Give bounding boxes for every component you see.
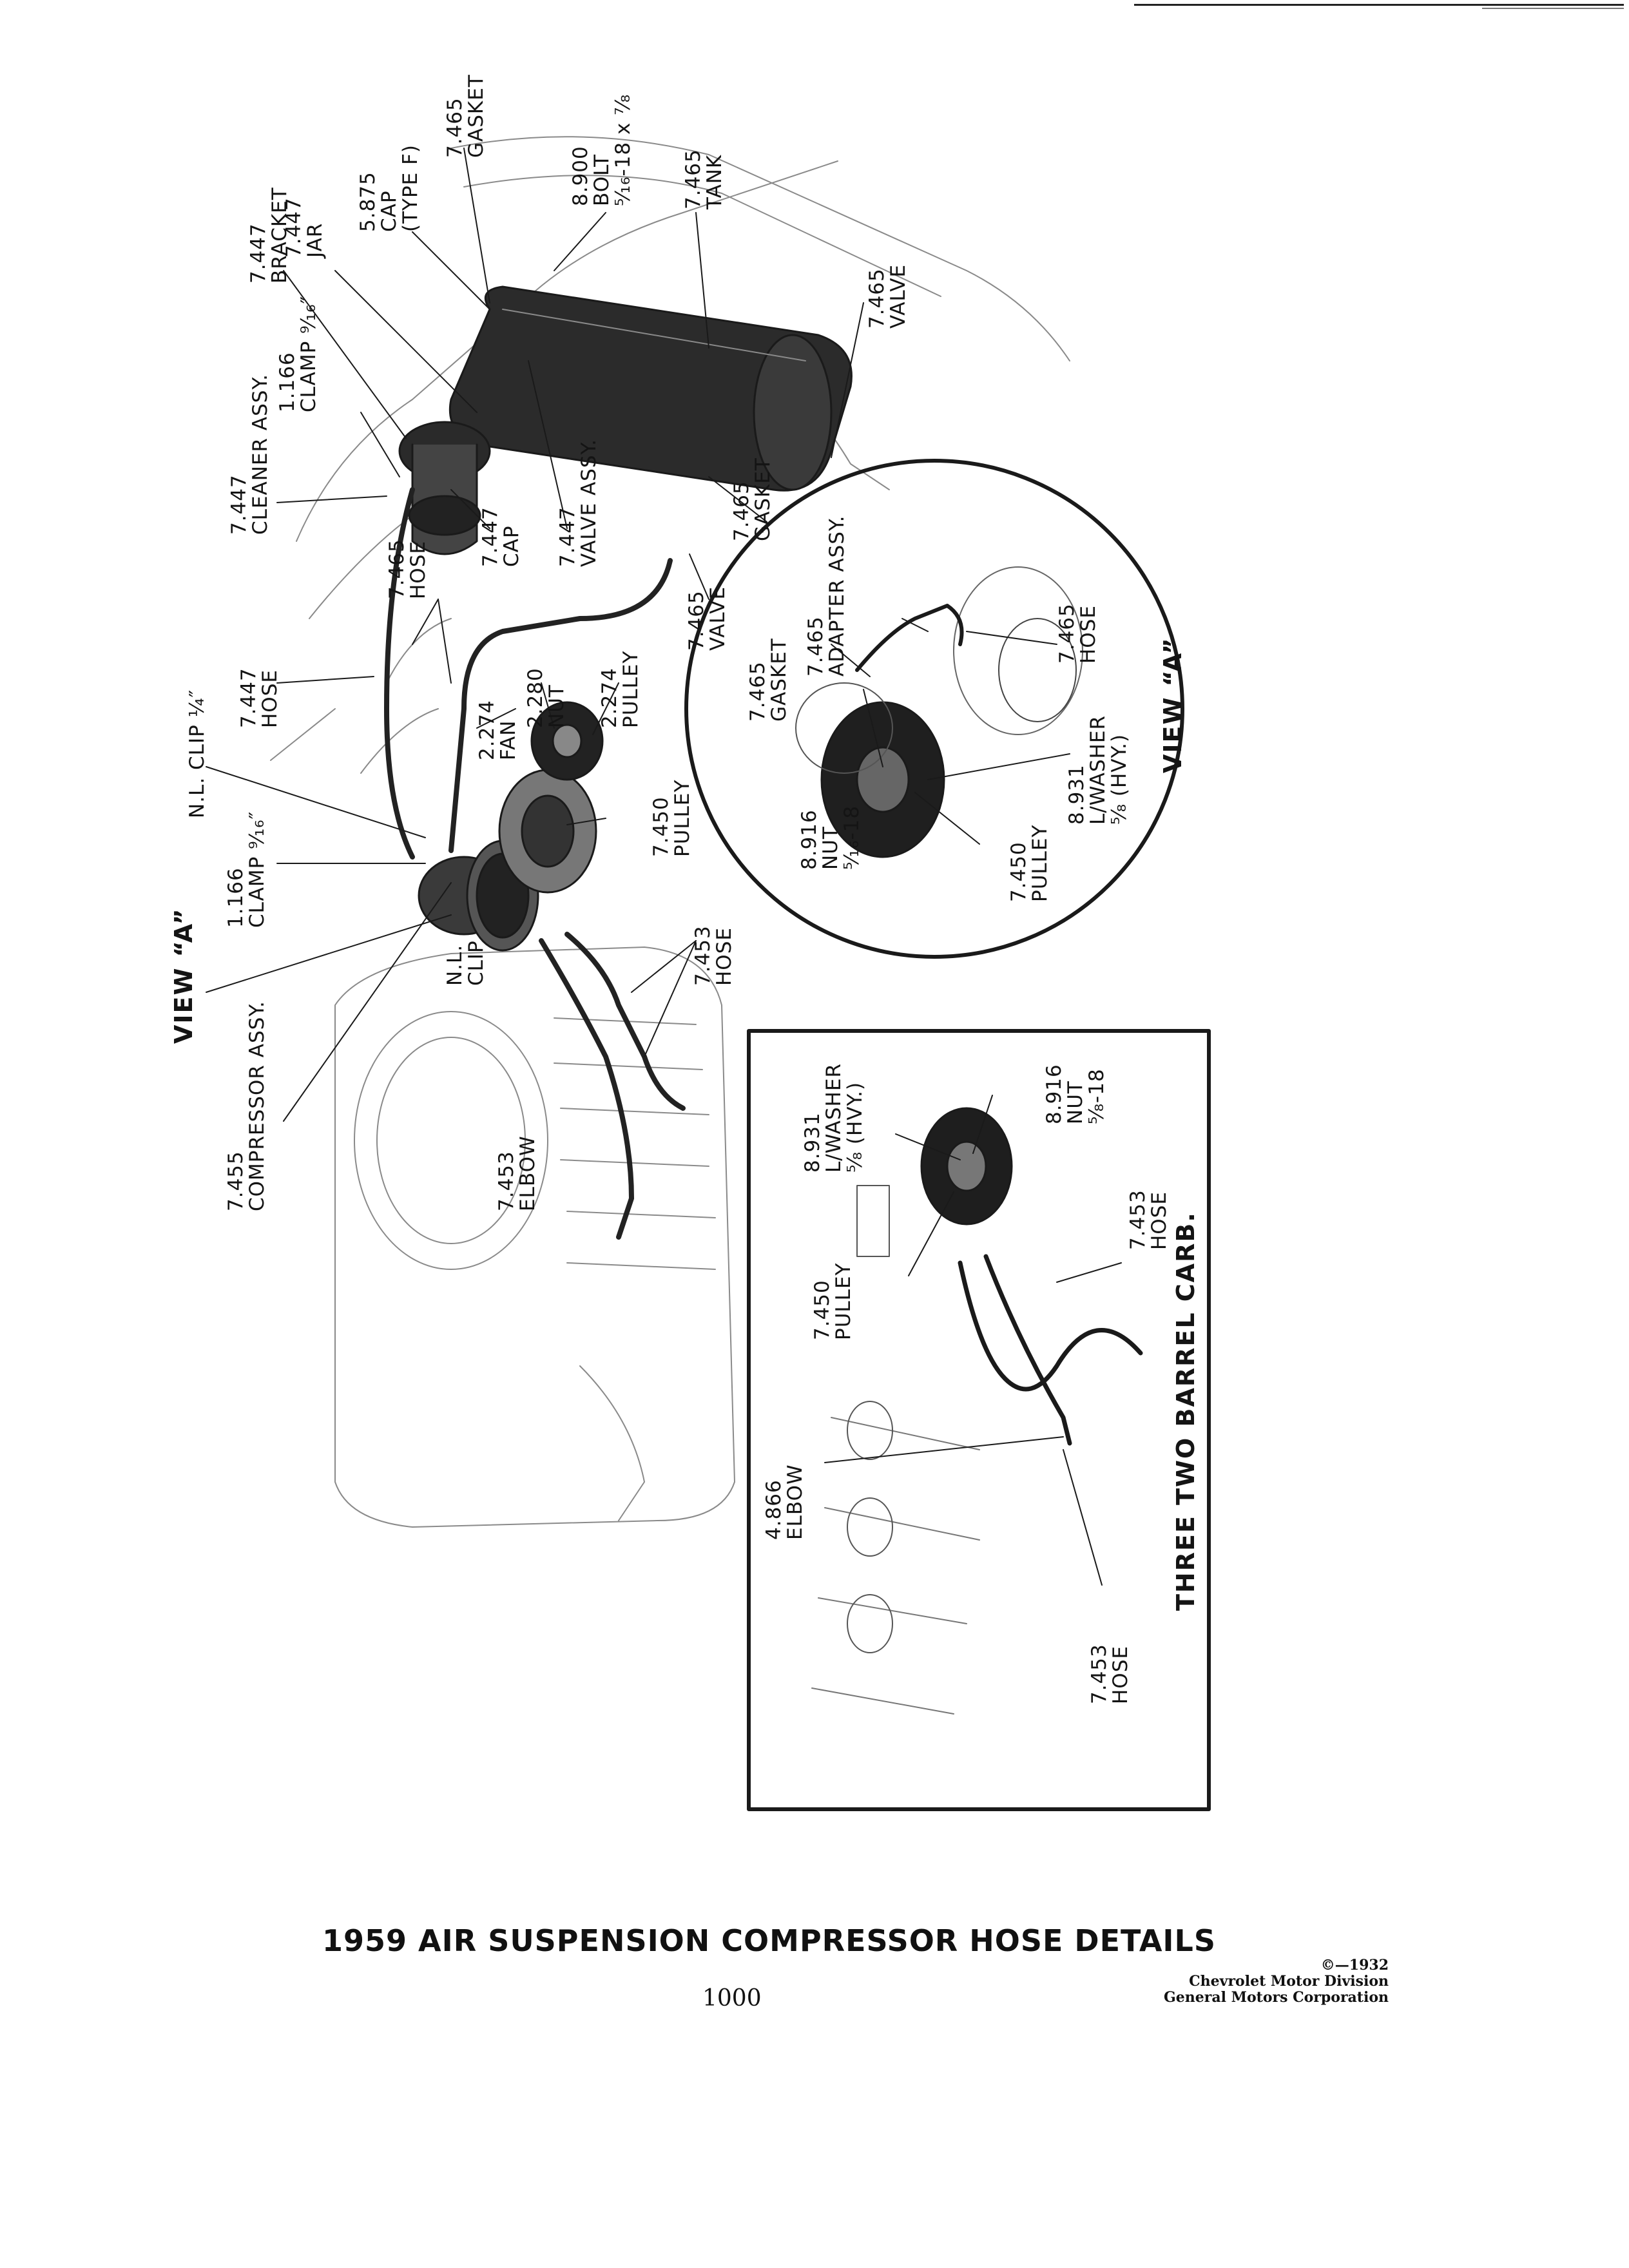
label-jar: 7.447 JAR [282,197,327,258]
label-inset-nut: 8.916 NUT ⁵⁄₈-18 [1043,1064,1108,1124]
page-number: 1000 [702,1985,762,2012]
label-valve-assy: 7.447 VALVE ASSY. [556,438,601,567]
copyright-line-2: Chevrolet Motor Division [1189,1973,1389,1990]
label-compressor-assy: 7.455 COMPRESSOR ASSY. [224,1001,269,1211]
label-valve-tank: 7.465 VALVE [865,264,910,329]
label-circle-adapter: 7.465 ADAPTER ASSY. [804,515,849,677]
label-hose-7465: 7.465 HOSE [385,539,430,599]
label-circle-pulley: 7.450 PULLEY [1007,824,1052,902]
label-hose-7453-main: 7.453 HOSE [691,925,736,986]
label-gasket-top: 7.465 GASKET [443,74,488,158]
top-rule [1134,4,1624,6]
label-circle-washer: 8.931 L/WASHER ⁵⁄₈ (HVY.) [1065,715,1131,825]
circle-view-heading: VIEW “A” [1159,637,1187,773]
label-gasket-7465-mid: 7.465 GASKET [730,457,775,541]
label-clamp-upper: 1.166 CLAMP ⁹⁄₁₆″ [276,295,320,412]
label-circle-gasket: 7.465 GASKET [746,638,791,722]
hose-lines [384,487,686,1240]
label-clamp-main: 1.166 CLAMP ⁹⁄₁₆″ [224,811,269,928]
air-tank-shape [448,285,853,492]
label-circle-nut: 8.916 NUT ⁵⁄₁₆-18 [798,805,863,870]
label-fan: 2.274 FAN [476,700,520,760]
label-inset-elbow: 4.866 ELBOW [762,1464,807,1540]
label-tank: 7.465 TANK [682,149,726,209]
label-circle-hose: 7.465 HOSE [1055,603,1100,664]
label-cap-7447: 7.447 CAP [479,506,523,567]
inset-title: THREE TWO BARREL CARB. [1171,1211,1200,1611]
copyright-line-3: General Motors Corporation [1163,1989,1389,2006]
label-nut-2280: 2.280 NUT [524,668,568,728]
main-view-heading: VIEW “A” [169,907,198,1044]
leader-lines [206,148,1122,1586]
top-rule-secondary [1482,8,1624,9]
label-cap-type-f: 5.875 CAP (TYPE F) [356,144,422,232]
label-inset-hose-right: 7.453 HOSE [1126,1189,1171,1250]
label-cleaner-assy: 7.447 CLEANER ASSY. [227,374,272,535]
label-bolt: 8.900 BOLT ⁵⁄₁₆-18 x ⁷⁄₈ [569,93,635,206]
inset-box-shape [747,1029,1211,1811]
label-elbow-main: 7.453 ELBOW [495,1135,539,1211]
label-hose-7447: 7.447 HOSE [237,668,282,728]
label-valve-7465: 7.465 VALVE [685,586,729,651]
copyright-block: ©—1932 Chevrolet Motor Division General … [1070,1957,1389,2006]
page-title: 1959 AIR SUSPENSION COMPRESSOR HOSE DETA… [322,1923,1216,1958]
copyright-line-1: ©—1932 [1320,1957,1389,1974]
circle-view-a-shape [684,459,1184,959]
label-inset-washer: 8.931 L/WASHER ⁵⁄₈ (HVY.) [801,1063,867,1173]
label-pulley-2274: 2.274 PULLEY [598,650,642,728]
label-pulley-7450-main: 7.450 PULLEY [650,779,694,857]
label-nl-clip: N.L. CLIP [443,940,488,986]
label-inset-pulley: 7.450 PULLEY [811,1262,855,1340]
compressor-pulley-main [418,701,604,952]
label-nl-clip-quarter: N.L. CLIP ¼″ [186,689,209,818]
label-inset-hose-bottom: 7.453 HOSE [1088,1644,1132,1704]
cleaner-jar-shape [398,421,491,555]
